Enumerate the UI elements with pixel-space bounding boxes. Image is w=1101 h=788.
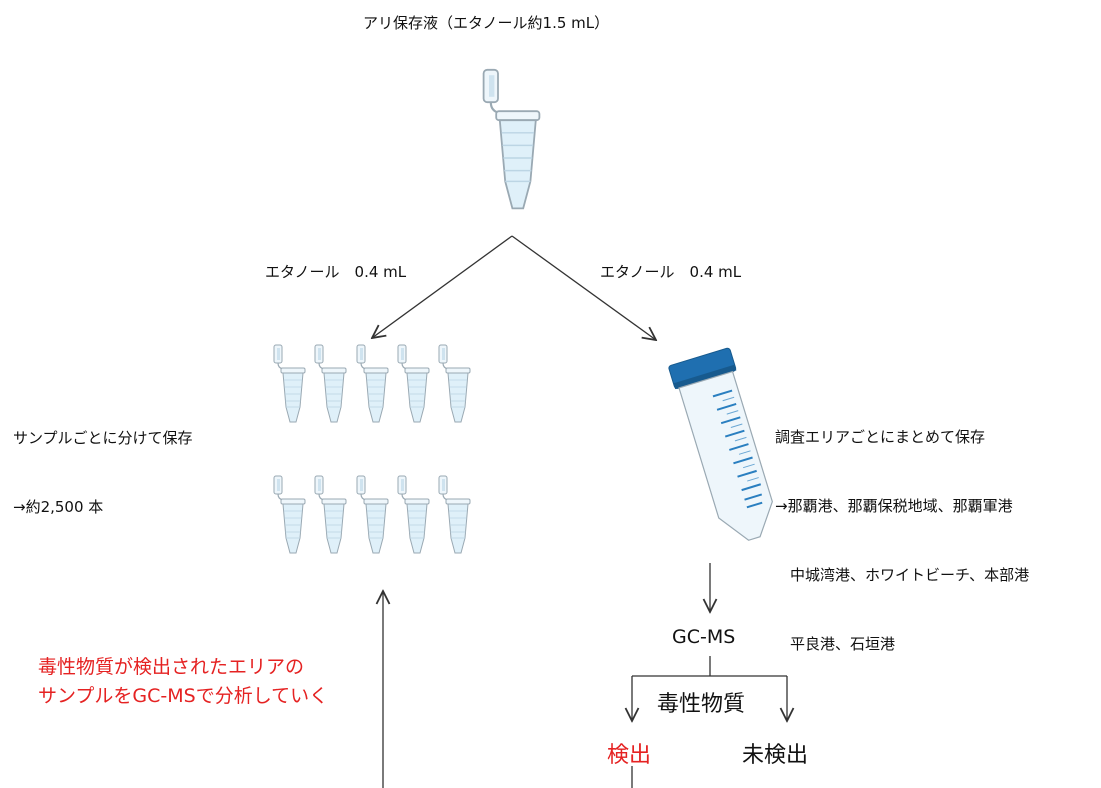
gcms-branch (632, 656, 787, 677)
toxic-substance-label: 毒性物質 (657, 692, 746, 717)
right-note-line: →那覇港、那覇保税地域、那覇軍港 (775, 497, 1013, 515)
microtube-icon (273, 344, 306, 423)
microtube-icon (397, 475, 430, 554)
right-note-line: 調査エリアごとにまとめて保存 (775, 428, 986, 446)
microtube-icon (438, 344, 471, 423)
microtube-grid (273, 344, 471, 554)
not-detected-label: 未検出 (742, 743, 809, 768)
detected-label: 検出 (607, 743, 652, 768)
right-note-line: 中城湾港、ホワイトビーチ、本部港 (775, 566, 1030, 584)
feedback-note-line: 毒性物質が検出されたエリアの (38, 656, 305, 678)
microtube-icon (356, 475, 389, 554)
left-note-line: サンプルごとに分けて保存 (13, 429, 193, 447)
microtube-icon (314, 475, 347, 554)
top-label: アリ保存液（エタノール約1.5 mL） (363, 14, 610, 32)
left-note: サンプルごとに分けて保存 →約2,500 本 (13, 381, 193, 542)
microtube-icon (314, 344, 347, 423)
microtube-icon (438, 475, 471, 554)
arrow-right-branch (511, 235, 656, 340)
microtube-icon (397, 344, 430, 423)
right-note-line: 平良港、石垣港 (775, 635, 896, 653)
feedback-note: 毒性物質が検出されたエリアの サンプルをGC-MSで分析していく (38, 653, 328, 711)
feedback-note-line: サンプルをGC-MSで分析していく (38, 685, 329, 707)
microtube-icon (356, 344, 389, 423)
right-branch-label: エタノール 0.4 mL (600, 263, 742, 281)
microtube-icon (482, 68, 541, 210)
conical-tube-icon (668, 347, 773, 541)
gcms-label: GC-MS (672, 626, 736, 648)
microtube-icon (273, 475, 306, 554)
left-note-line: →約2,500 本 (13, 498, 104, 516)
right-note: 調査エリアごとにまとめて保存 →那覇港、那覇保税地域、那覇軍港 中城湾港、ホワイ… (775, 380, 1029, 679)
arrow-left-branch (372, 235, 513, 338)
left-branch-label: エタノール 0.4 mL (265, 263, 407, 281)
